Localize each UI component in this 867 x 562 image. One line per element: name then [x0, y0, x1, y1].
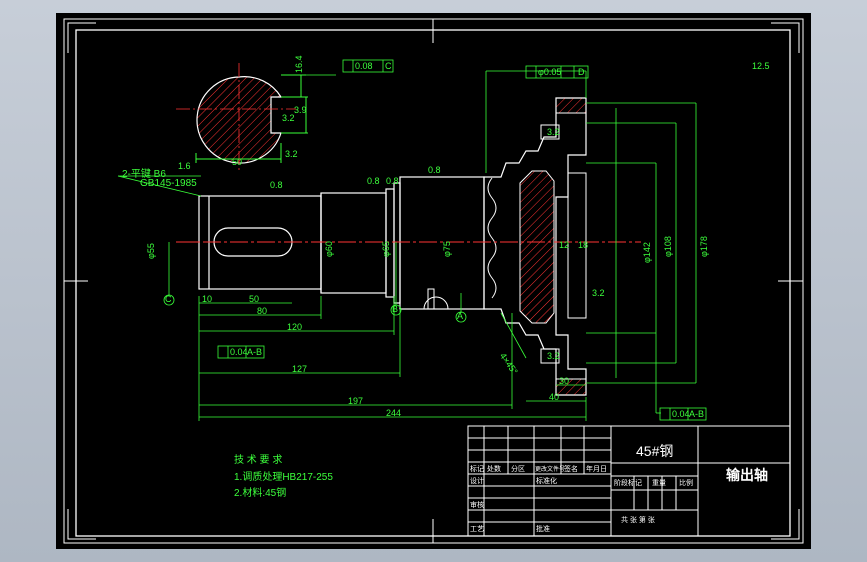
tol-runout-1: 0.04 [230, 347, 248, 357]
tb-row-label-1: 处数 [487, 466, 501, 473]
dim-120: 120 [287, 322, 303, 332]
ra-08-b: 0.8 [367, 176, 380, 186]
ra-16: 1.6 [178, 161, 191, 171]
dim-phi60: φ60 [324, 241, 334, 257]
dim-18: 18 [578, 240, 589, 250]
dim-phi55: φ55 [146, 243, 156, 259]
tb-sheet: 共 张 第 张 [621, 517, 655, 524]
dimension-lines [117, 70, 697, 421]
ra-08-a: 0.8 [270, 180, 283, 190]
dim-164: 16.4 [294, 55, 304, 73]
notes-line-2: 2.材料:45钢 [234, 488, 287, 499]
dim-10: 10 [202, 294, 213, 304]
tb-row-label-2: 分区 [511, 466, 525, 473]
tol-coax: φ0.05 [538, 67, 562, 77]
drawing-svg [63, 18, 804, 544]
datum-c: C [165, 294, 172, 304]
dim-phi108: φ108 [663, 236, 673, 257]
tb-standard: 标准化 [536, 478, 557, 485]
tb-row-label-3: 更改文件号 [535, 467, 566, 473]
tb-stage: 阶段标记 [614, 480, 642, 487]
tb-check: 审核 [470, 502, 484, 509]
tb-approve: 批准 [536, 526, 550, 533]
ra-08-c: 0.8 [386, 176, 399, 186]
dim-12: 12 [559, 240, 570, 250]
notes-title: 技 术 要 求 [234, 455, 283, 466]
ra-32-d: 3.2 [592, 288, 605, 298]
keyway-note: 2-平键 B6 [122, 169, 166, 180]
tol-concentric: 0.08 [355, 61, 373, 71]
material-label: 45#钢 [636, 443, 674, 459]
tol-runout-2: 0.04 [672, 409, 690, 419]
tol-ref-d: D [578, 67, 585, 77]
tb-scale: 比例 [679, 480, 693, 487]
dim-197: 197 [348, 396, 364, 406]
tb-row-label-5: 年月日 [586, 466, 607, 473]
tb-design: 设计 [470, 478, 484, 485]
dim-50-section: 50 [232, 157, 243, 167]
section-view [176, 63, 308, 171]
dim-244: 244 [386, 408, 402, 418]
drawing-canvas[interactable]: 2-平键 B6 GB145-1985 12.5 0.08 C φ0.05 D 0… [56, 13, 811, 549]
dim-80: 80 [257, 306, 268, 316]
dim-39: 3.9 [294, 105, 307, 115]
dim-32-key: 3.2 [282, 113, 295, 123]
roughness-overall: 12.5 [752, 61, 770, 71]
tol-ref-ab-1: A-B [247, 347, 263, 357]
ra-32-b: 3.2 [547, 127, 560, 137]
ra-32-c: 3.2 [547, 351, 560, 361]
dim-phi65: φ65 [381, 241, 391, 257]
keyway-standard: GB145-1985 [140, 178, 197, 189]
dim-127: 127 [292, 364, 308, 374]
tb-row-label-4: 签名 [564, 466, 578, 473]
ra-08-d: 0.8 [428, 165, 441, 175]
tb-weight: 重量 [652, 480, 666, 487]
tb-row-label-0: 标记 [470, 466, 484, 473]
tol-ref-ab-2: A-B [689, 409, 705, 419]
ra-32-a: 3.2 [285, 149, 298, 159]
tb-craft: 工艺 [470, 526, 484, 533]
datum-b: B [392, 304, 399, 314]
datum-a: A [457, 311, 464, 321]
dim-phi142: φ142 [642, 242, 652, 263]
dim-phi178: φ178 [699, 236, 709, 257]
dim-phi75: φ75 [442, 241, 452, 257]
part-name: 输出轴 [726, 467, 768, 483]
outer-frame [63, 18, 804, 544]
notes-line-1: 1.调质处理HB217-255 [234, 472, 333, 483]
gear-section [483, 97, 587, 396]
dim-30: 30 [559, 376, 570, 386]
inner-frame [75, 29, 791, 537]
title-block [467, 425, 791, 537]
tol-ref-c: C [385, 61, 392, 71]
dim-50: 50 [249, 294, 260, 304]
dim-40: 40 [549, 392, 560, 402]
